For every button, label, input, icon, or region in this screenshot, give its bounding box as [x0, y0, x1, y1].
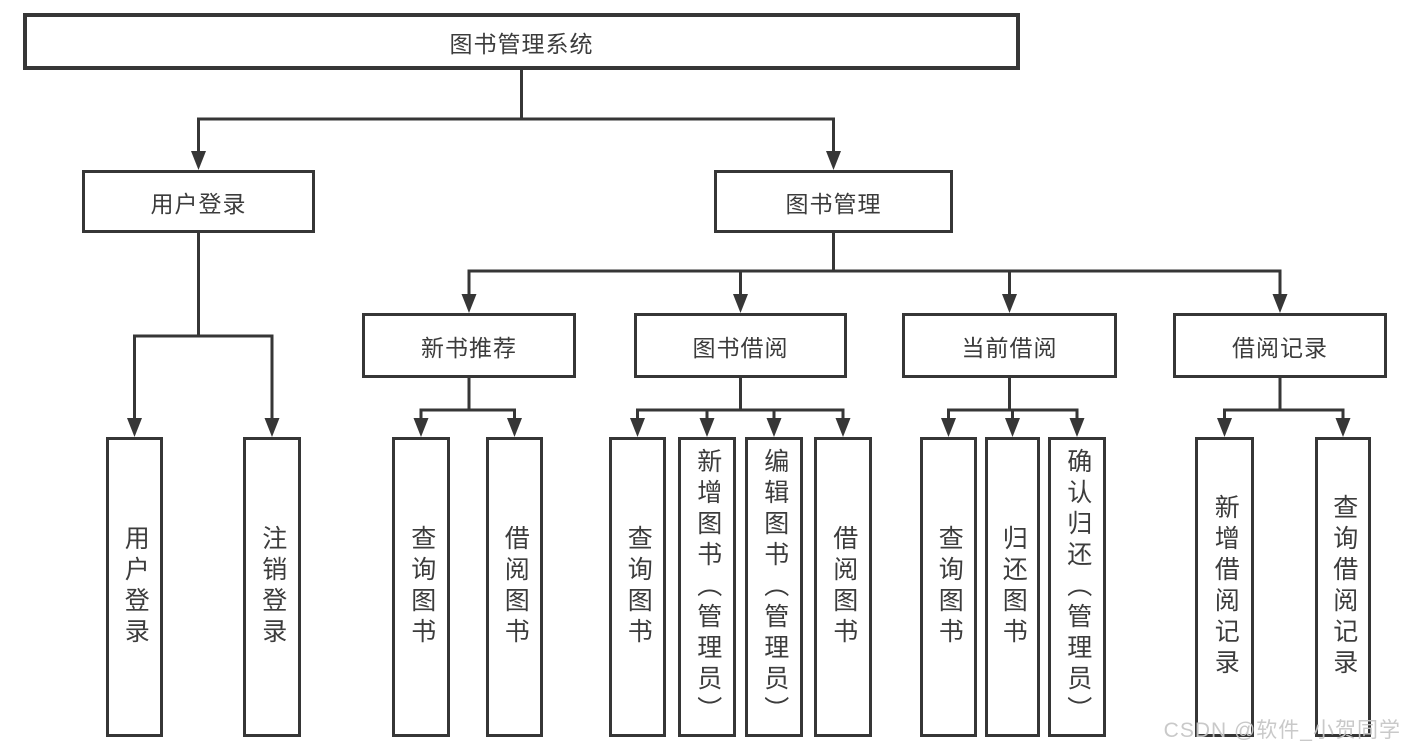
- leaf-borrow-edit-admin: 编辑图书（管理员）: [745, 437, 803, 737]
- connector-root: [191, 69, 841, 170]
- connector-new-book: [413, 378, 522, 437]
- node-book-borrow-label: 图书借阅: [692, 334, 789, 361]
- leaf-newbook-borrow-label: 借阅图书: [501, 525, 530, 649]
- leaf-borrow-add-admin: 新增图书（管理员）: [678, 437, 736, 737]
- node-user-login: 用户登录: [82, 170, 315, 233]
- node-new-book-recommend: 新书推荐: [362, 313, 576, 378]
- leaf-logout-label: 注销登录: [258, 525, 287, 649]
- leaf-record-add-label: 新增借阅记录: [1211, 494, 1240, 680]
- leaf-borrow-book: 借阅图书: [814, 437, 872, 737]
- leaf-current-return-label: 归还图书: [999, 525, 1028, 649]
- leaf-borrow-query-label: 查询图书: [624, 525, 653, 649]
- node-borrow-record: 借阅记录: [1173, 313, 1387, 378]
- connector-borrow-record: [1217, 378, 1351, 437]
- node-root-label: 图书管理系统: [449, 30, 594, 57]
- leaf-logout: 注销登录: [243, 437, 301, 737]
- connector-book-management: [461, 233, 1288, 313]
- leaf-current-confirm-admin: 确认归还（管理员）: [1048, 437, 1106, 737]
- leaf-current-return: 归还图书: [985, 437, 1040, 737]
- node-root: 图书管理系统: [23, 13, 1020, 70]
- leaf-current-query: 查询图书: [920, 437, 977, 737]
- connector-book-borrow: [630, 378, 851, 437]
- node-book-borrow: 图书借阅: [634, 313, 847, 378]
- leaf-user-login: 用户登录: [106, 437, 163, 737]
- node-borrow-record-label: 借阅记录: [1232, 334, 1328, 361]
- node-book-management: 图书管理: [714, 170, 953, 233]
- leaf-record-query-label: 查询借阅记录: [1329, 494, 1358, 680]
- connector-current-borrow: [941, 378, 1085, 437]
- node-current-borrow-label: 当前借阅: [961, 334, 1058, 361]
- leaf-newbook-borrow: 借阅图书: [486, 437, 543, 737]
- leaf-record-add: 新增借阅记录: [1195, 437, 1254, 737]
- connector-user-login: [127, 233, 280, 437]
- leaf-newbook-query-label: 查询图书: [407, 525, 436, 649]
- node-new-book-recommend-label: 新书推荐: [421, 334, 517, 361]
- leaf-borrow-book-label: 借阅图书: [829, 525, 858, 649]
- leaf-current-confirm-admin-label: 确认归还（管理员）: [1063, 447, 1092, 727]
- node-book-management-label: 图书管理: [785, 190, 882, 217]
- leaf-borrow-query: 查询图书: [609, 437, 666, 737]
- leaf-borrow-edit-admin-label: 编辑图书（管理员）: [760, 447, 789, 727]
- node-user-login-label: 用户登录: [150, 190, 247, 217]
- node-current-borrow: 当前借阅: [902, 313, 1117, 378]
- leaf-current-query-label: 查询图书: [935, 525, 964, 649]
- leaf-record-query: 查询借阅记录: [1315, 437, 1371, 737]
- leaf-newbook-query: 查询图书: [392, 437, 450, 737]
- leaf-user-login-label: 用户登录: [121, 525, 150, 649]
- leaf-borrow-add-admin-label: 新增图书（管理员）: [693, 447, 722, 727]
